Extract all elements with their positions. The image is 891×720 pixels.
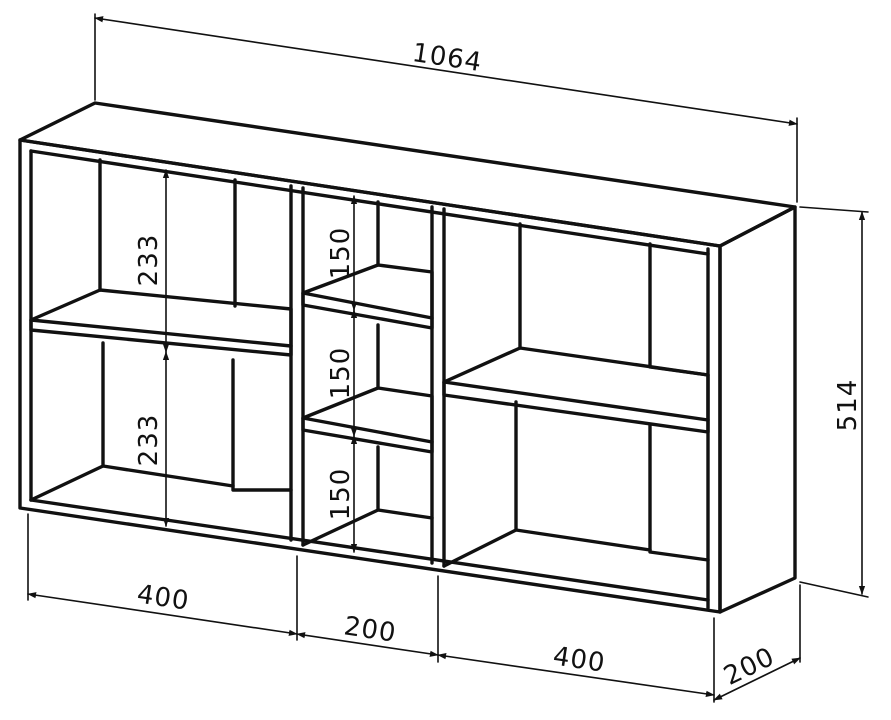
bottom-frame-inner [29, 498, 710, 602]
overall-height-label: 514 [833, 379, 863, 432]
middle-section [301, 200, 434, 547]
right-section [442, 222, 710, 568]
right-shelf-front [442, 380, 710, 422]
middle-mid-height-label: 150 [326, 347, 356, 400]
overall-width-label: 1064 [410, 38, 484, 78]
right-lower-back-right [648, 423, 710, 562]
left-shelf [29, 288, 293, 357]
right-width-dimension-line [437, 653, 715, 697]
top-panel [18, 101, 797, 248]
front-face [18, 138, 722, 614]
middle-shelf-1-front [301, 291, 434, 320]
middle-bottom-height-label: 150 [326, 468, 356, 521]
left-shelf-front [29, 318, 293, 348]
middle-shelf-1 [301, 263, 434, 330]
middle-back-3-floor [376, 508, 434, 520]
right-lower-back [442, 400, 518, 568]
middle-top-height-label: 150 [326, 227, 356, 280]
width-dimension-line [94, 16, 798, 126]
depth-label: 200 [719, 642, 779, 692]
shelf-body [18, 101, 797, 614]
right-side-panel [718, 205, 797, 614]
left-lower-back [29, 341, 105, 502]
middle-shelf-2-front [301, 416, 434, 444]
top-frame-inner [29, 149, 710, 256]
left-width-dimension-line [27, 592, 298, 636]
middle-width-dimension-line [296, 632, 439, 657]
left-lower-back-right [231, 358, 293, 492]
depth-dimension-line [713, 657, 801, 701]
right-upper-back-right [648, 242, 710, 377]
middle-shelf-2 [301, 386, 434, 454]
left-lower-back-floor [101, 464, 235, 488]
dimension-labels: 1064 514 400 200 400 200 233 233 150 150… [134, 38, 863, 692]
left-upper-height-label: 233 [134, 234, 164, 287]
right-shelf [442, 346, 710, 434]
dimension-lines [27, 13, 869, 703]
middle-width-label: 200 [342, 611, 398, 648]
right-lower-back-floor [514, 528, 652, 552]
left-lower-height-label: 233 [134, 414, 164, 467]
